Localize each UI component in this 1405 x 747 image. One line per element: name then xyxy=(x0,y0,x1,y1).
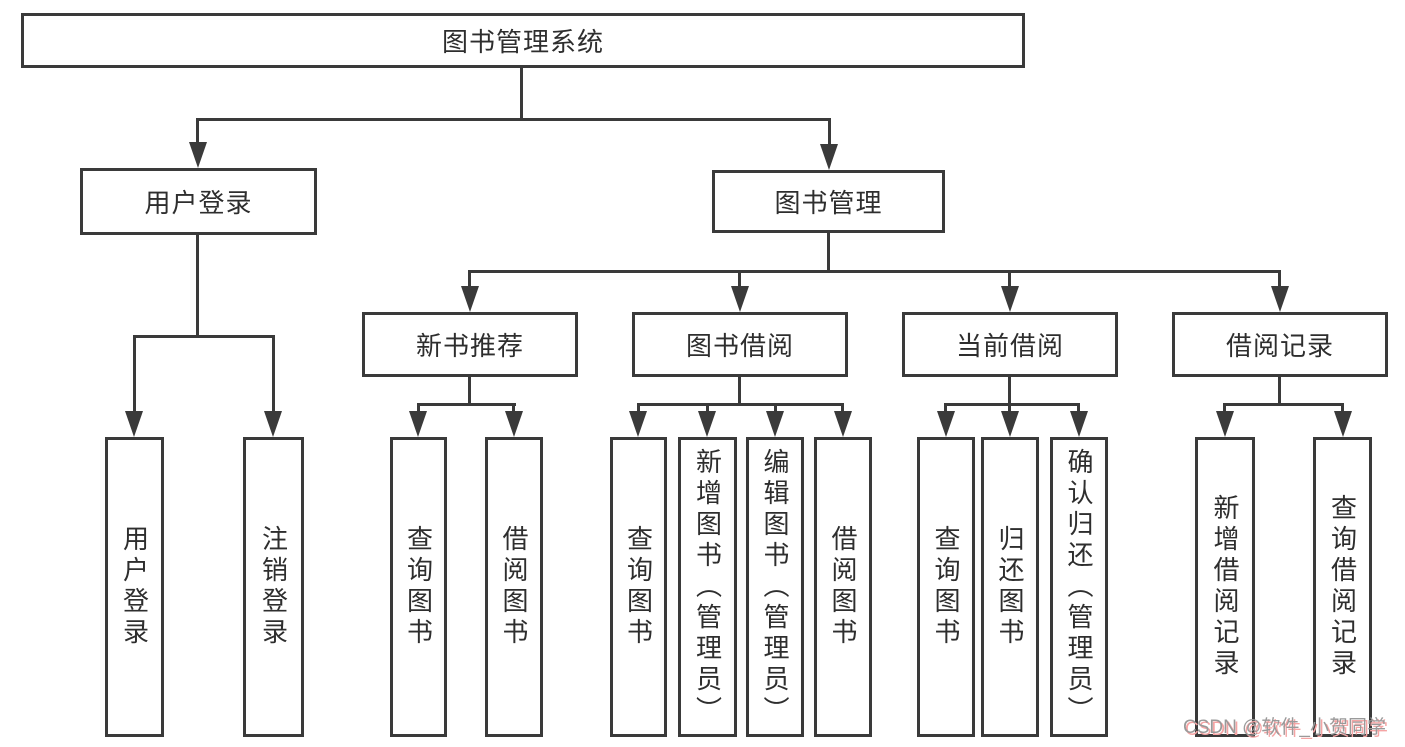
leaf-confirm-return-admin: 确认归还（管理员） xyxy=(1050,437,1108,737)
connector-line xyxy=(828,118,831,146)
node-current-borrowing: 当前借阅 xyxy=(902,312,1118,377)
connector-line xyxy=(520,68,523,120)
leaf-edit-books-admin: 编辑图书（管理员） xyxy=(746,437,804,737)
connector-line xyxy=(827,233,830,273)
connector-line xyxy=(1008,377,1011,406)
connector-line xyxy=(1278,270,1281,290)
connector-arrowhead xyxy=(1001,286,1019,312)
connector-arrowhead xyxy=(731,286,749,312)
connector-arrowhead xyxy=(834,411,852,437)
connector-line xyxy=(196,118,199,146)
connector-arrowhead xyxy=(1001,411,1019,437)
watermark: CSDN @软件_小贺同学 xyxy=(1183,717,1386,738)
connector-line xyxy=(738,377,741,406)
connector-line xyxy=(841,403,844,415)
node-user-login: 用户登录 xyxy=(80,168,317,235)
connector-line xyxy=(1008,270,1011,290)
connector-arrowhead xyxy=(1334,411,1352,437)
connector-line xyxy=(196,118,831,121)
connector-line xyxy=(272,335,275,415)
connector-line xyxy=(468,270,1281,273)
connector-arrowhead xyxy=(766,411,784,437)
connector-line xyxy=(738,270,741,290)
leaf-add-books-admin: 新增图书（管理员） xyxy=(678,437,737,737)
connector-line xyxy=(1077,403,1080,415)
connector-arrowhead xyxy=(1070,411,1088,437)
leaf-return-books: 归还图书 xyxy=(981,437,1039,737)
connector-arrowhead xyxy=(820,144,838,170)
leaf-query-books-recommend: 查询图书 xyxy=(390,437,447,737)
connector-line xyxy=(1341,403,1344,415)
connector-arrowhead xyxy=(189,142,207,168)
leaf-query-books-borrowing: 查询图书 xyxy=(610,437,667,737)
node-book-management: 图书管理 xyxy=(712,170,945,233)
leaf-query-borrow-record: 查询借阅记录 xyxy=(1313,437,1372,737)
connector-line xyxy=(1278,377,1281,406)
connector-line xyxy=(512,403,515,415)
connector-line xyxy=(133,335,136,415)
node-book-borrowing: 图书借阅 xyxy=(632,312,848,377)
node-new-book-recommend: 新书推荐 xyxy=(362,312,578,377)
connector-line xyxy=(637,403,844,406)
connector-arrowhead xyxy=(264,411,282,437)
node-borrowing-records: 借阅记录 xyxy=(1172,312,1388,377)
connector-arrowhead xyxy=(937,411,955,437)
connector-arrowhead xyxy=(698,411,716,437)
connector-line xyxy=(774,403,777,415)
connector-line xyxy=(468,377,471,406)
connector-arrowhead xyxy=(629,411,647,437)
connector-line xyxy=(944,403,1080,406)
connector-line xyxy=(944,403,947,415)
connector-line xyxy=(196,235,199,338)
connector-line xyxy=(417,403,516,406)
leaf-borrow-books: 借阅图书 xyxy=(814,437,872,737)
leaf-user-login: 用户登录 xyxy=(105,437,164,737)
connector-arrowhead xyxy=(409,411,427,437)
node-root: 图书管理系统 xyxy=(21,13,1025,68)
connector-line xyxy=(1223,403,1344,406)
connector-line xyxy=(468,270,471,290)
connector-arrowhead xyxy=(461,286,479,312)
leaf-add-borrow-record: 新增借阅记录 xyxy=(1195,437,1255,737)
connector-arrowhead xyxy=(1216,411,1234,437)
connector-line xyxy=(706,403,709,415)
connector-line xyxy=(1223,403,1226,415)
leaf-logout: 注销登录 xyxy=(243,437,304,737)
connector-line xyxy=(637,403,640,415)
connector-line xyxy=(133,335,275,338)
connector-arrowhead xyxy=(505,411,523,437)
connector-line xyxy=(417,403,420,415)
connector-line xyxy=(1008,403,1011,415)
connector-arrowhead xyxy=(1271,286,1289,312)
connector-arrowhead xyxy=(125,411,143,437)
leaf-borrow-books-recommend: 借阅图书 xyxy=(485,437,543,737)
leaf-query-books-current: 查询图书 xyxy=(917,437,975,737)
